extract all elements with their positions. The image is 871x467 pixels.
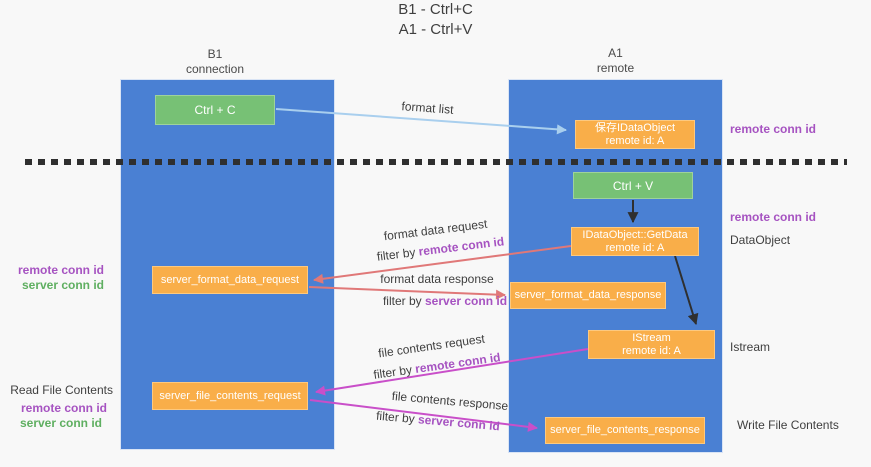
- title-line-b1: B1 - Ctrl+C: [398, 1, 473, 18]
- filter-by-text: filter by: [376, 245, 417, 264]
- right-column-name: A1: [608, 46, 623, 60]
- right-remote-conn-id-top: remote conn id: [730, 122, 817, 136]
- istream-line1: IStream: [632, 331, 671, 344]
- server-file-contents-request-box: server_file_contents_request: [152, 382, 308, 410]
- server-format-data-response-box: server_format_data_response: [510, 282, 666, 309]
- server-conn-id-text: server conn id: [425, 294, 508, 308]
- server-format-data-request-box: server_format_data_request: [152, 266, 308, 294]
- idataobject-getdata-box: IDataObject::GetData remote id: A: [571, 227, 699, 256]
- left-column-role: connection: [185, 62, 245, 76]
- title-line-a1: A1 - Ctrl+V: [398, 21, 473, 38]
- ctrl-v-label: Ctrl + V: [612, 178, 654, 193]
- write-file-contents-label: Write File Contents: [737, 418, 839, 432]
- ctrl-v-box: Ctrl + V: [573, 172, 693, 199]
- getdata-line1: IDataObject::GetData: [582, 228, 688, 241]
- left-column-name: B1: [207, 47, 223, 61]
- server-conn-id-text: server conn id: [417, 412, 501, 434]
- left-remote-conn-id-2: remote conn id: [20, 401, 107, 415]
- ctrl-c-label: Ctrl + C: [194, 103, 236, 117]
- read-file-contents-label: Read File Contents: [10, 383, 113, 397]
- right-remote-conn-id-mid: remote conn id: [730, 210, 817, 224]
- right-column-header: A1 remote: [508, 46, 723, 76]
- left-remote-conn-id-1: remote conn id: [17, 263, 104, 277]
- filter-by-server-conn-id-label-1: filter by server conn id: [375, 294, 515, 308]
- server-format-data-request-label: server_format_data_request: [160, 273, 300, 286]
- remote-conn-id-text: remote conn id: [417, 234, 505, 259]
- format-list-label: format list: [401, 99, 454, 117]
- store-dataobject-box: 保存IDataObject remote id: A: [575, 120, 695, 149]
- right-dataobject-label: DataObject: [730, 233, 791, 247]
- istream-box: IStream remote id: A: [588, 330, 715, 359]
- store-dataobject-line2: remote id: A: [605, 134, 665, 147]
- left-column-header: B1 connection: [105, 47, 325, 77]
- filter-by-text: filter by: [375, 408, 416, 426]
- store-dataobject-line1: 保存IDataObject: [594, 121, 676, 134]
- ctrl-c-box: Ctrl + C: [155, 95, 275, 125]
- left-server-conn-id-2: server conn id: [19, 416, 102, 430]
- filter-by-server-conn-id-label-2: filter by server conn id: [373, 408, 504, 434]
- remote-conn-id-text: remote conn id: [414, 350, 502, 376]
- diagram-title: B1 - Ctrl+C A1 - Ctrl+V: [0, 0, 871, 40]
- istream-line2: remote id: A: [622, 344, 681, 357]
- getdata-line2: remote id: A: [605, 241, 665, 254]
- format-data-response-label: format data response: [380, 272, 494, 286]
- right-istream-label: Istream: [730, 340, 771, 354]
- file-contents-response-label: file contents response: [391, 388, 509, 414]
- server-file-contents-response-box: server_file_contents_response: [545, 417, 705, 444]
- right-column-role: remote: [596, 61, 635, 75]
- server-file-contents-response-label: server_file_contents_response: [550, 424, 700, 436]
- filter-by-text: filter by: [382, 294, 422, 308]
- server-format-data-response-label: server_format_data_response: [514, 289, 662, 301]
- left-server-conn-id-1: server conn id: [21, 278, 104, 292]
- filter-by-text: filter by: [372, 362, 413, 382]
- server-file-contents-request-label: server_file_contents_request: [159, 389, 301, 402]
- copy-paste-separator-line: [25, 159, 847, 165]
